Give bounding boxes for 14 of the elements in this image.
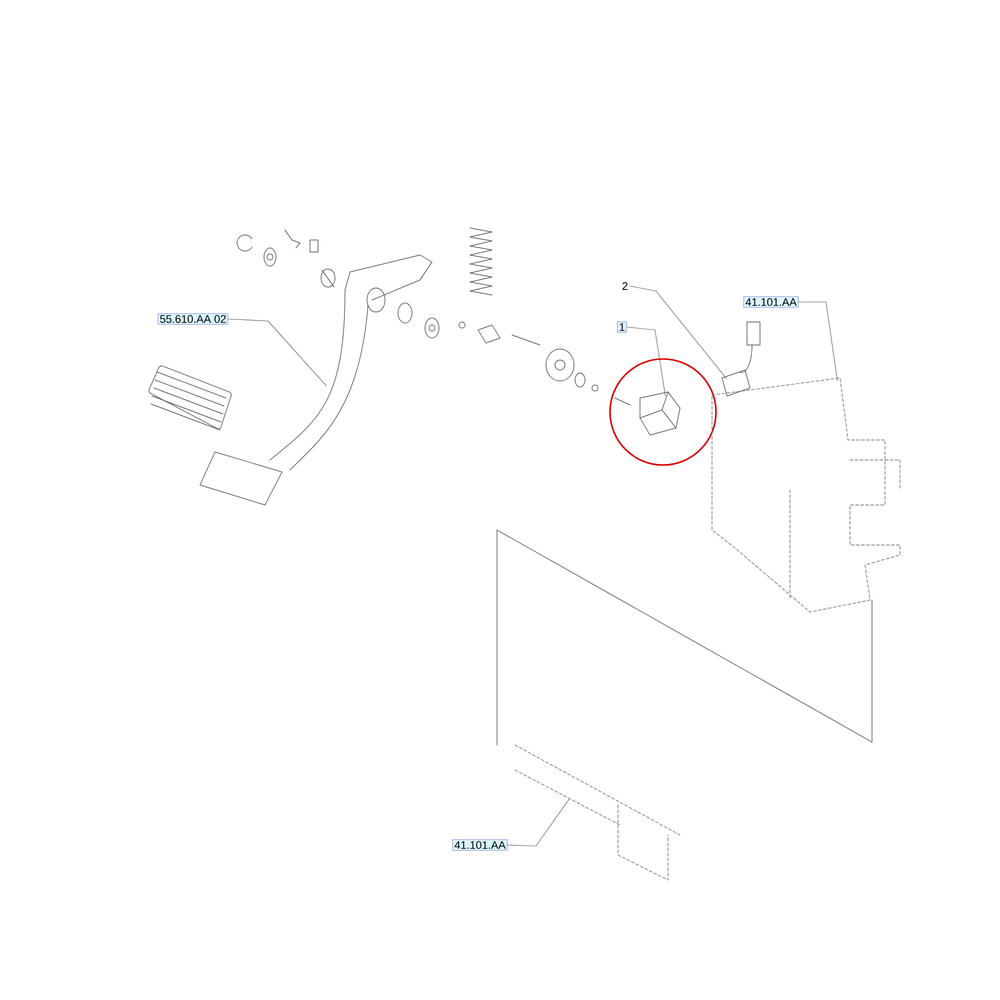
- part-number-label: 55.610.AA 02: [158, 313, 228, 325]
- part-number-label: 1: [617, 322, 627, 332]
- leader-line: [798, 302, 838, 382]
- part-number-label: 41.101.AA: [452, 839, 508, 851]
- leader-line: [228, 318, 327, 386]
- bracket-drawing: [712, 378, 900, 612]
- leader-line: [629, 286, 727, 380]
- switch-drawing: [640, 392, 680, 436]
- leader-line: [626, 326, 666, 396]
- part-number-label: 41.101.AA: [744, 296, 798, 308]
- connector-drawing: [722, 322, 760, 396]
- shaft-drawing: [514, 744, 680, 880]
- callout-number: 2: [622, 282, 628, 290]
- leader-line: [507, 798, 570, 846]
